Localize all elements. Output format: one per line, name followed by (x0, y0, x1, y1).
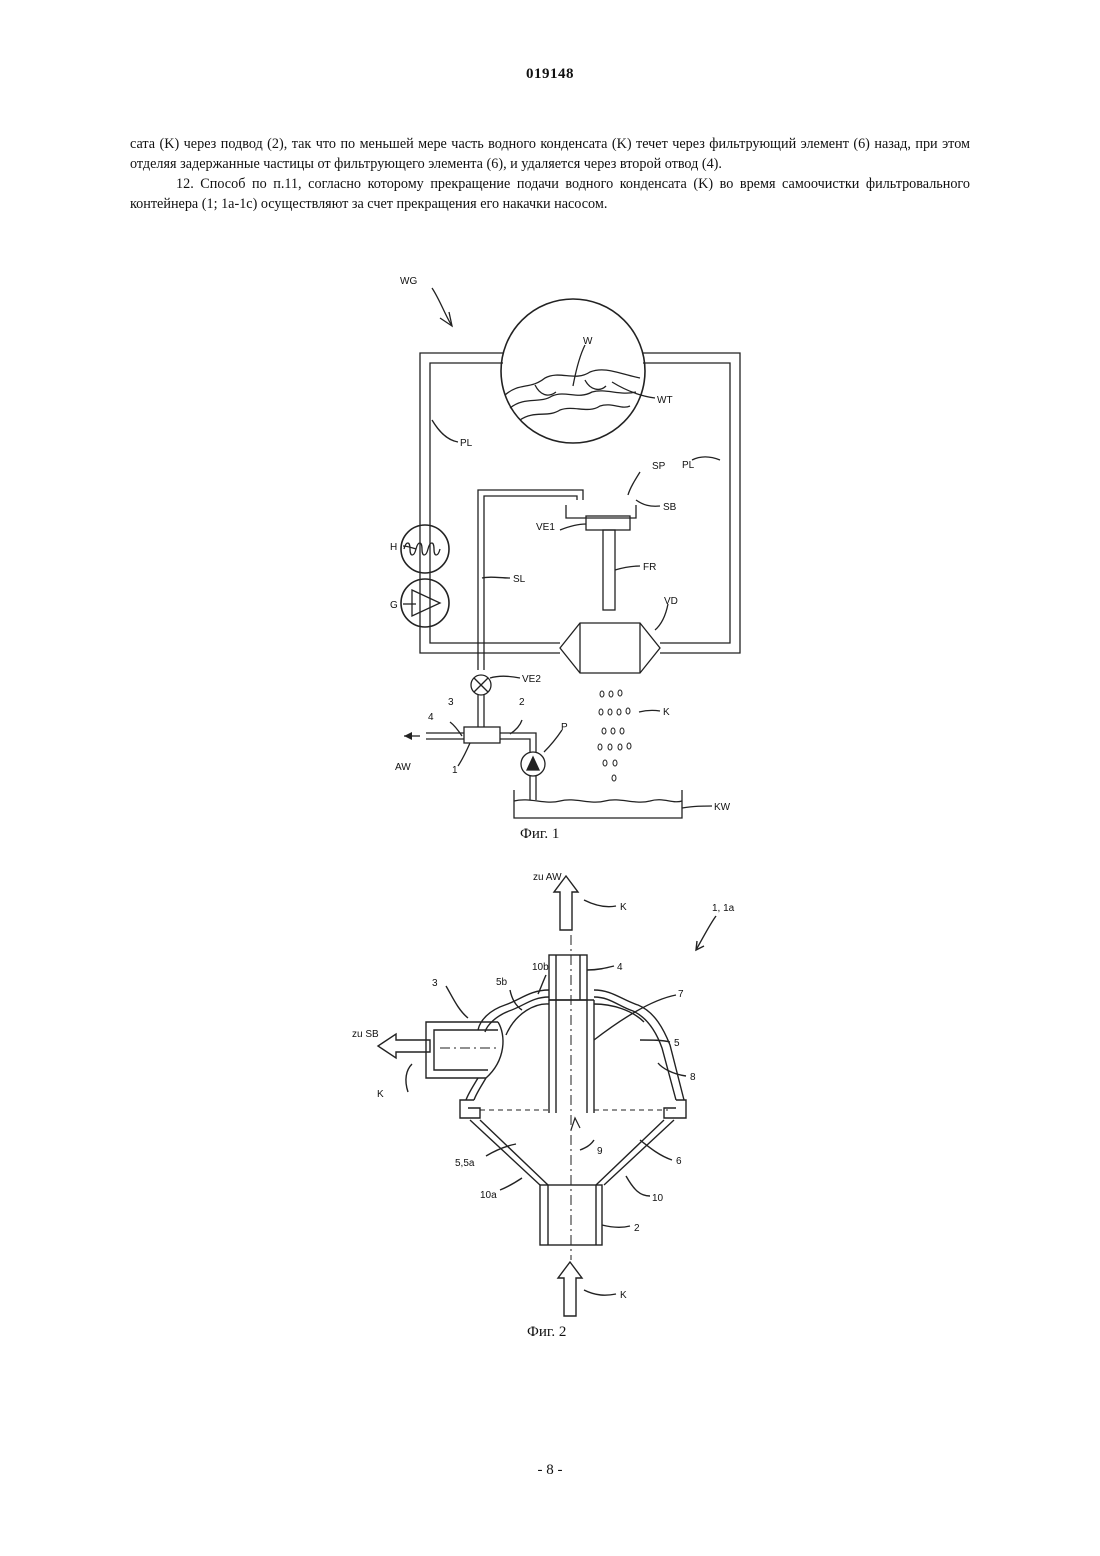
flange-right (664, 1100, 686, 1118)
arrow-zu-aw (554, 876, 578, 930)
upper-shell-left-inner (485, 997, 549, 1032)
page-number: - 8 - (0, 1462, 1100, 1479)
label-zu-aw: zu AW (533, 872, 562, 883)
label-7: 7 (678, 989, 684, 1000)
arrow-k-in (558, 1262, 582, 1316)
label-k-top: K (620, 902, 627, 913)
label-1-1a: 1, 1a (712, 903, 735, 914)
label-10b: 10b (532, 962, 549, 973)
outlet-4 (549, 955, 587, 1000)
label-4: 4 (617, 962, 623, 973)
label-8: 8 (690, 1072, 696, 1083)
label-10: 10 (652, 1193, 664, 1204)
label-k-left: K (377, 1089, 384, 1100)
upper-shell-right-outer (594, 990, 684, 1100)
figure-2-diagram: zu AW K 1, 1a 4 10b 5b 3 7 zu SB 5 8 K 9… (0, 0, 1100, 1350)
label-10a: 10a (480, 1190, 497, 1201)
label-9: 9 (597, 1146, 603, 1157)
label-k-bottom: K (620, 1290, 627, 1301)
label-6: 6 (676, 1156, 682, 1167)
label-3: 3 (432, 978, 438, 989)
label-zu-sb: zu SB (352, 1029, 379, 1040)
label-5-5a: 5,5a (455, 1158, 475, 1169)
label-5: 5 (674, 1038, 680, 1049)
arrow-zu-sb (378, 1034, 430, 1058)
flange-left (460, 1100, 480, 1118)
label-5b: 5b (496, 977, 508, 988)
figure-2-caption: Фиг. 2 (527, 1324, 566, 1340)
label-2: 2 (634, 1223, 640, 1234)
